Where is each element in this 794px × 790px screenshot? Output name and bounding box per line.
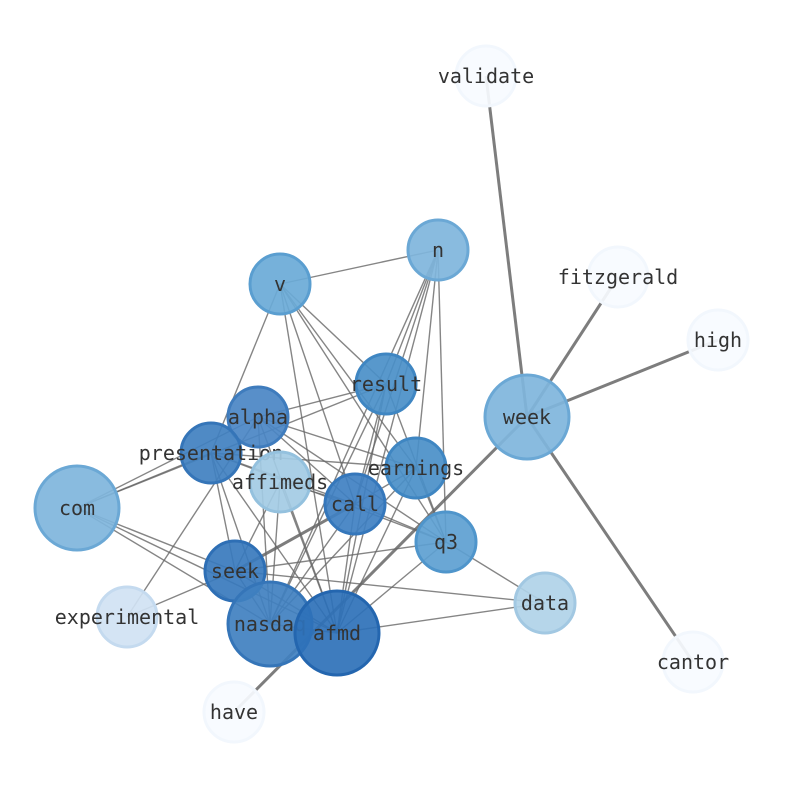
- node-circle-cantor: [661, 630, 725, 694]
- edge-v-call: [279, 283, 356, 505]
- edge-week-validate: [484, 75, 529, 418]
- node-circle-have: [202, 680, 266, 744]
- node-label-validate: validate: [438, 64, 534, 88]
- node-circle-call: [323, 472, 387, 536]
- node-label-seek: seek: [211, 559, 259, 583]
- edge-presentation-earnings: [210, 452, 417, 469]
- node-circle-afmd: [293, 589, 381, 677]
- node-layer: validatenfitzgeraldvhighresultweekalphap…: [33, 44, 750, 744]
- edge-seek-data: [234, 570, 546, 604]
- node-alpha: alpha: [226, 385, 290, 449]
- node-label-com: com: [59, 496, 95, 520]
- node-label-high: high: [694, 328, 742, 352]
- edge-n-q3: [437, 249, 447, 543]
- node-circle-fitzgerald: [586, 245, 650, 309]
- edge-week-cantor: [525, 416, 695, 663]
- node-label-q3: q3: [434, 530, 458, 554]
- node-circle-high: [686, 308, 750, 372]
- node-circle-v: [248, 252, 312, 316]
- node-com: com: [33, 464, 121, 552]
- node-affimeds: affimeds: [232, 450, 328, 514]
- node-circle-week: [483, 373, 571, 461]
- node-week: week: [483, 373, 571, 461]
- node-circle-validate: [454, 44, 518, 108]
- edge-n-earnings: [415, 249, 439, 469]
- node-label-result: result: [350, 372, 422, 396]
- node-label-call: call: [331, 492, 379, 516]
- node-q3: q3: [414, 510, 478, 574]
- node-circle-affimeds: [248, 450, 312, 514]
- node-cantor: cantor: [657, 630, 729, 694]
- node-nasdaq: nasdaq: [226, 580, 314, 668]
- node-v: v: [248, 252, 312, 316]
- node-call: call: [323, 472, 387, 536]
- edge-v-earnings: [279, 283, 417, 469]
- node-label-affimeds: affimeds: [232, 470, 328, 494]
- node-label-alpha: alpha: [228, 405, 288, 429]
- node-n: n: [406, 218, 470, 282]
- edge-n-afmd: [336, 249, 439, 634]
- node-label-fitzgerald: fitzgerald: [558, 265, 678, 289]
- node-label-week: week: [503, 405, 551, 429]
- node-circle-result: [354, 352, 418, 416]
- node-circle-data: [513, 571, 577, 635]
- node-circle-earnings: [384, 436, 448, 500]
- node-high: high: [686, 308, 750, 372]
- node-validate: validate: [438, 44, 534, 108]
- node-label-cantor: cantor: [657, 650, 729, 674]
- node-experimental: experimental: [55, 585, 200, 649]
- node-earnings: earnings: [368, 436, 464, 500]
- node-fitzgerald: fitzgerald: [558, 245, 678, 309]
- node-circle-com: [33, 464, 121, 552]
- node-have: have: [202, 680, 266, 744]
- node-data: data: [513, 571, 577, 635]
- node-label-data: data: [521, 591, 569, 615]
- edge-v-afmd: [279, 283, 338, 634]
- node-circle-q3: [414, 510, 478, 574]
- node-label-have: have: [210, 700, 258, 724]
- node-circle-presentation: [179, 421, 243, 485]
- node-circle-experimental: [95, 585, 159, 649]
- node-label-n: n: [432, 238, 444, 262]
- node-circle-alpha: [226, 385, 290, 449]
- node-label-afmd: afmd: [313, 621, 361, 645]
- node-afmd: afmd: [293, 589, 381, 677]
- node-label-v: v: [274, 272, 286, 296]
- node-label-earnings: earnings: [368, 456, 464, 480]
- node-label-experimental: experimental: [55, 605, 200, 629]
- edge-q3-seek: [234, 541, 447, 572]
- node-result: result: [350, 352, 422, 416]
- node-circle-n: [406, 218, 470, 282]
